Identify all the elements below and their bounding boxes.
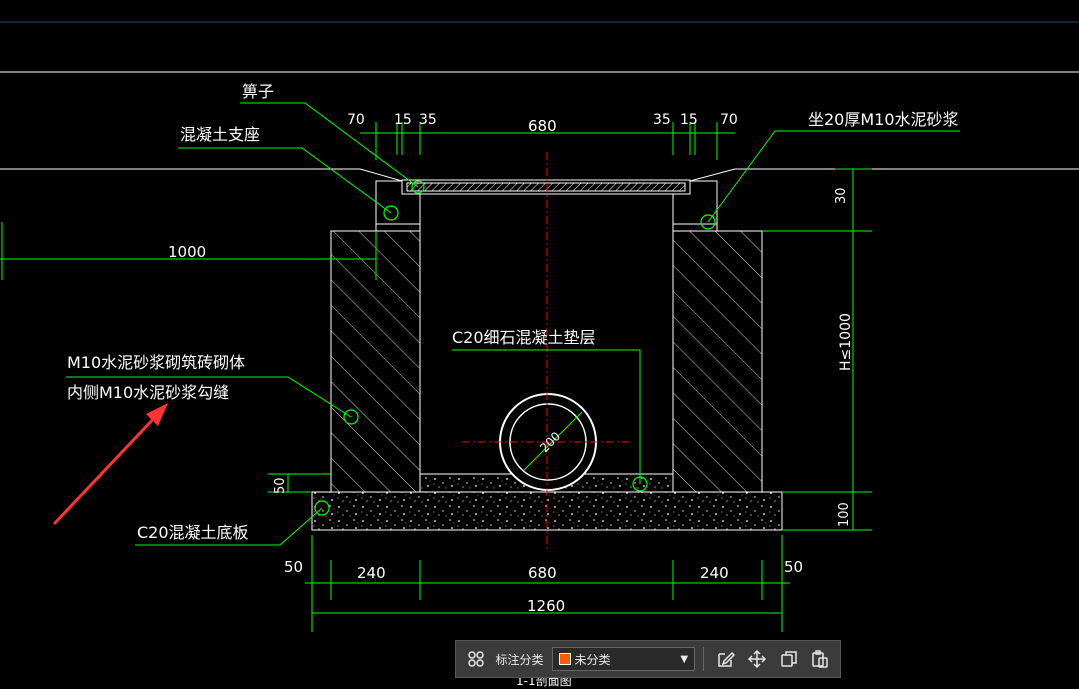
dim-top-15-left: 15	[394, 112, 412, 128]
dim-left-1000: 1000	[168, 243, 206, 261]
dim-bottom-50-left: 50	[284, 558, 303, 576]
label-cushion: C20细石混凝土垫层	[452, 328, 596, 347]
annotation-arrow-shaft[interactable]	[52, 412, 160, 526]
dim-right-100: 100	[837, 502, 852, 527]
cushion-leader-marker	[632, 476, 648, 492]
right-masonry-wall[interactable]	[672, 230, 763, 493]
dim-bottom-50-right: 50	[784, 558, 803, 576]
support-leader-marker	[383, 205, 399, 221]
baseplate-leader-marker	[314, 500, 330, 516]
dim-right-30: 30	[834, 187, 849, 204]
ground-line	[0, 168, 1079, 182]
dim-top-35-left: 35	[419, 112, 437, 128]
label-base-plate: C20混凝土底板	[137, 523, 249, 542]
pipe-diameter-line	[523, 411, 583, 471]
move-icon[interactable]	[744, 645, 771, 673]
annotation-toolbar: 标注分类 未分类 ▼	[455, 640, 841, 678]
label-masonry-line2: 内侧M10水泥砂浆勾缝	[67, 383, 229, 402]
dim-bottom-240-right: 240	[700, 564, 729, 582]
annotation-arrow-head	[146, 403, 168, 426]
dim-right-h: H≤1000	[838, 313, 854, 371]
mortar-leader-marker	[700, 214, 716, 230]
label-mortar-bed: 坐20厚M10水泥砂浆	[808, 110, 959, 129]
copy-icon[interactable]	[775, 645, 802, 673]
grid-icon[interactable]	[462, 645, 489, 673]
paste-icon[interactable]	[807, 645, 834, 673]
dim-bottom-240-left: 240	[357, 564, 386, 582]
dim-top-35-right: 35	[653, 112, 671, 128]
dim-bottom-680: 680	[528, 564, 557, 582]
dim-bottom-1260: 1260	[527, 597, 565, 615]
label-support: 混凝土支座	[180, 125, 260, 144]
masonry-leader-marker	[343, 409, 359, 425]
dim-top-15-right: 15	[680, 112, 698, 128]
grate-bars	[406, 182, 686, 192]
dim-left-50-vertical: 50	[273, 477, 288, 494]
dim-top-70-right: 70	[720, 112, 738, 128]
category-label: 标注分类	[495, 652, 544, 667]
toolbar-divider	[703, 647, 705, 671]
category-color-swatch	[558, 653, 571, 665]
label-grate: 箅子	[242, 82, 274, 101]
chevron-down-icon: ▼	[680, 653, 689, 665]
dim-top-680: 680	[528, 117, 557, 135]
label-masonry-line1: M10水泥砂浆砌筑砖砌体	[67, 353, 245, 372]
right-concrete-support[interactable]	[672, 180, 718, 232]
category-value: 未分类	[574, 652, 611, 667]
category-dropdown[interactable]: 未分类 ▼	[551, 647, 696, 671]
grate-leader-marker	[411, 180, 425, 194]
dim-top-70-left: 70	[347, 112, 365, 128]
edit-icon[interactable]	[712, 645, 739, 673]
